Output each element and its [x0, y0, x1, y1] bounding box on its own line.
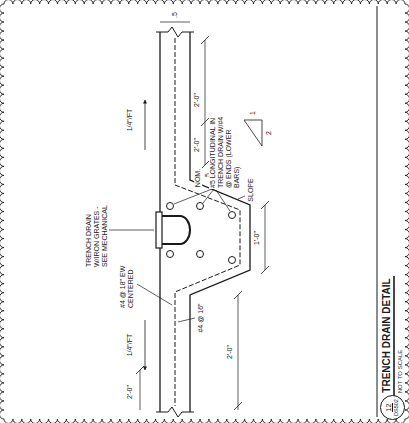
dimension-line [265, 205, 266, 270]
rebar-callout: #4 @ 16" [196, 302, 204, 333]
rebar-callout: #4 @ 18" EW CENTERED [119, 255, 135, 309]
break-line [156, 27, 194, 37]
rebar-section [229, 257, 236, 264]
leader-line [216, 190, 230, 211]
dimension-line [205, 40, 206, 165]
dimension-tick [136, 366, 144, 374]
leader-line [238, 196, 245, 199]
drain-channel [162, 216, 190, 244]
section-bubble: 12DS502 [380, 395, 405, 420]
title-underline [393, 276, 395, 396]
dimension: 2'-0" [193, 92, 201, 108]
slope-label: SLOPE [246, 177, 254, 202]
dimension: 1'-0" [253, 230, 261, 246]
detail-number: 12 [385, 402, 393, 412]
rebar-line [175, 38, 240, 406]
slab-thickened-edge [190, 32, 250, 412]
rebar-section [229, 212, 236, 219]
dimension-line [140, 370, 141, 410]
dimension-line [238, 295, 239, 410]
scale-note: NOT TO SCALE [397, 348, 404, 394]
dimension-tick [261, 201, 269, 209]
dimension-tick [234, 291, 242, 299]
sheet-number: DS502 [393, 398, 400, 417]
slope-triangle [244, 120, 262, 146]
dimension-tick [201, 161, 209, 169]
slope-note: 1/4"/FT [126, 333, 134, 358]
iron-grate [156, 212, 162, 248]
slope-ratio: 2 [265, 130, 273, 136]
dimension-tick [201, 36, 209, 44]
dimension: 2'-0" [226, 344, 234, 360]
dimension: 2'-0" [193, 137, 201, 153]
title-frame-line [377, 6, 378, 417]
rebar-section [197, 251, 204, 258]
slope-arrow [145, 320, 146, 370]
leader-line [108, 230, 154, 231]
rebar-section [167, 203, 174, 210]
drawing-title: TRENCH DRAIN DETAIL [381, 277, 392, 393]
dimension-tick [261, 266, 269, 274]
note: NOM. [194, 168, 202, 188]
rebar-callout: #5 LONGITUDINAL IN TRENCH DRAIN W/#4 @ E… [209, 115, 241, 189]
leader-line [174, 189, 212, 204]
dimension-line [160, 22, 190, 23]
dimension-tick [201, 118, 209, 126]
dimension: .5 [171, 11, 179, 19]
break-line [156, 407, 194, 417]
slope-ratio: 1 [249, 110, 257, 116]
dimension-tick [234, 402, 242, 410]
slope-note: 1/4"/FT [126, 108, 134, 133]
rebar-section [197, 203, 204, 210]
leader-line [137, 284, 172, 305]
leader-line [203, 189, 214, 203]
leader-line [178, 318, 195, 322]
rebar-section [167, 251, 174, 258]
slope-arrow [145, 100, 146, 150]
dimension: 2'-0" [126, 384, 134, 400]
slab-top-surface [159, 248, 160, 412]
grate-callout: TRENCH DRAIN W/IRON GRATES - SEE MECHANI… [85, 192, 109, 268]
slab-top-surface [159, 32, 160, 212]
